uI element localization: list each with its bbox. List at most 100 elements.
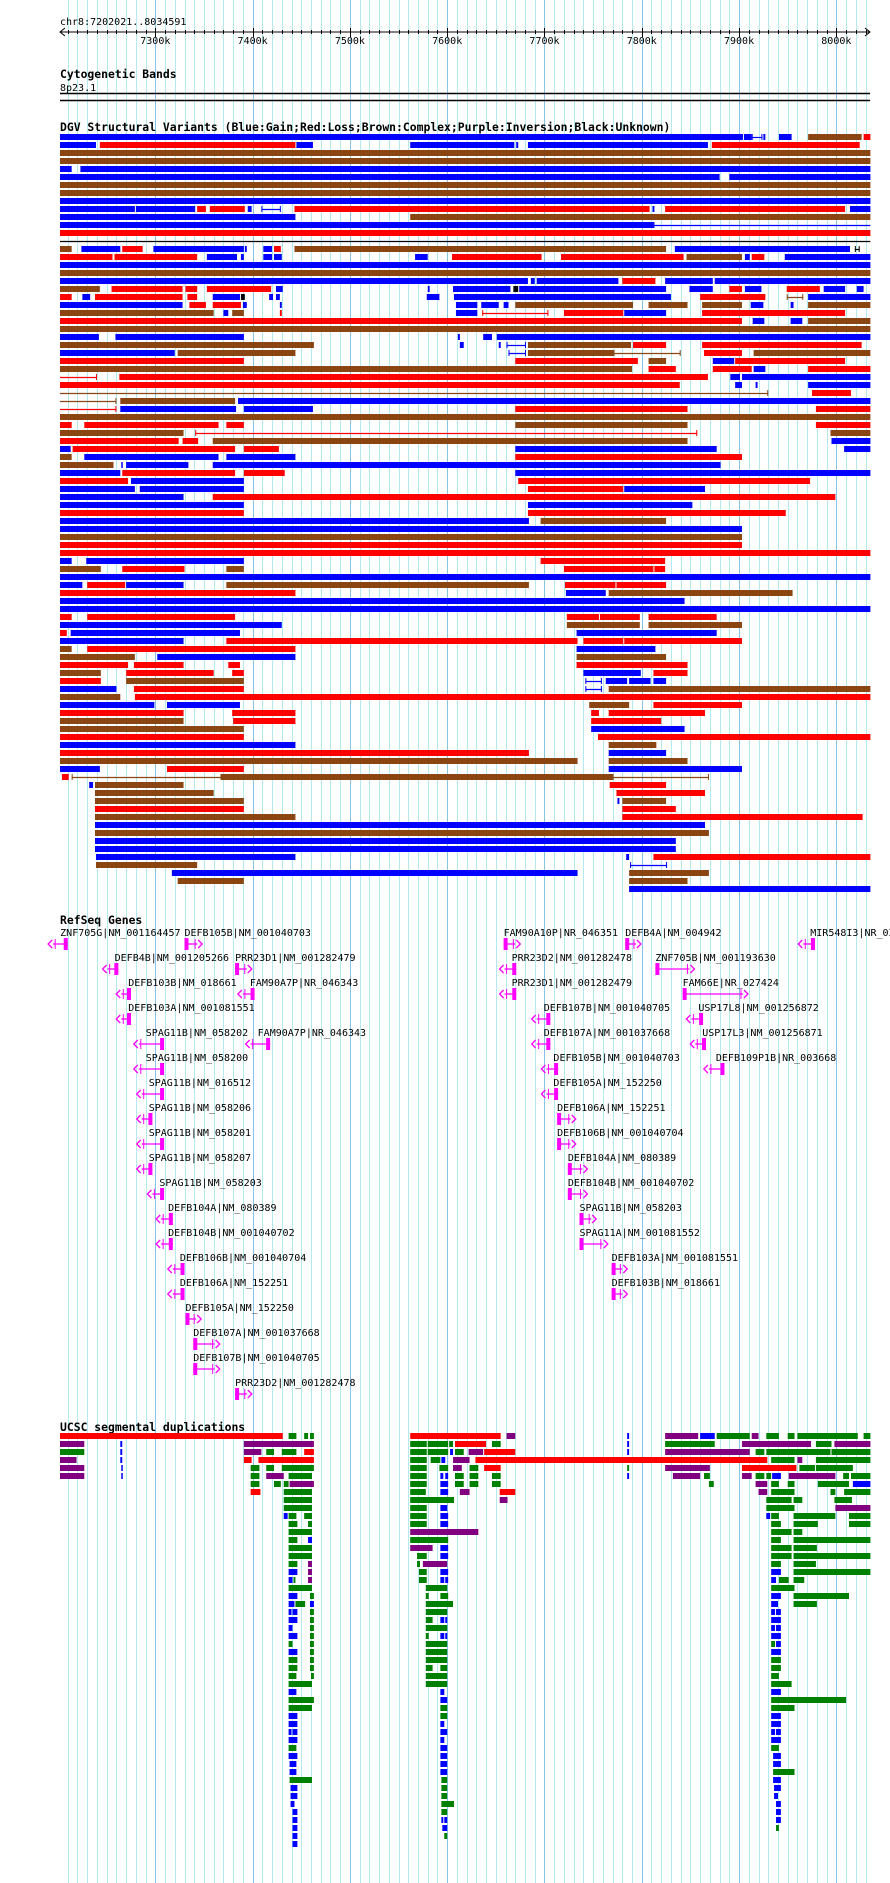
dgv-feature[interactable] [711,142,860,148]
dgv-feature[interactable] [59,134,743,140]
segdup-feature[interactable] [445,1617,448,1623]
dgv-feature[interactable] [226,566,244,572]
dgv-feature[interactable] [197,206,206,212]
segdup-feature[interactable] [250,1473,260,1479]
dgv-feature[interactable] [187,294,198,300]
dgv-feature[interactable] [59,350,175,356]
dgv-feature[interactable] [608,750,667,756]
gene-feature[interactable]: DEFB106B|NM_001040704 [166,1253,306,1275]
segdup-feature[interactable] [815,1465,853,1471]
segdup-feature[interactable] [288,1729,292,1735]
dgv-feature[interactable] [515,358,638,364]
dgv-feature[interactable] [750,302,764,308]
dgv-feature[interactable] [87,614,236,620]
segdup-feature[interactable] [787,1481,795,1487]
dgv-feature[interactable] [59,510,244,516]
segdup-feature[interactable] [787,1433,795,1439]
segdup-feature[interactable] [258,1457,314,1463]
dgv-feature[interactable] [453,286,511,292]
dgv-feature[interactable] [95,838,676,844]
dgv-feature[interactable] [59,574,871,580]
segdup-feature[interactable] [288,1641,293,1647]
gene-feature[interactable]: SPAG11A|NM_001081552 [579,1228,700,1250]
dgv-feature[interactable] [59,502,244,508]
dgv-feature[interactable] [95,822,706,828]
dgv-feature[interactable] [652,206,655,212]
gene-feature[interactable]: DEFB104A|NM_080389 [567,1153,676,1175]
dgv-feature[interactable] [786,286,820,292]
segdup-feature[interactable] [797,1433,858,1439]
dgv-feature[interactable] [59,518,529,524]
dgv-feature[interactable] [59,326,871,332]
dgv-feature[interactable] [122,566,185,572]
segdup-feature[interactable] [440,1737,445,1743]
segdup-feature[interactable] [771,1457,795,1463]
segdup-feature[interactable] [771,1513,779,1519]
dgv-feature[interactable] [59,686,117,692]
dgv-feature[interactable] [120,398,236,404]
segdup-feature[interactable] [771,1729,776,1735]
segdup-feature[interactable] [441,1801,455,1807]
segdup-feature[interactable] [627,1465,630,1471]
dgv-feature[interactable] [59,230,871,236]
segdup-feature[interactable] [440,1713,448,1719]
dgv-feature[interactable] [95,854,296,860]
segdup-feature[interactable] [310,1625,314,1631]
segdup-feature[interactable] [773,1753,781,1759]
dgv-feature[interactable] [279,310,282,316]
dgv-feature[interactable] [263,246,273,252]
dgv-feature[interactable] [648,614,717,620]
dgv-feature[interactable] [232,670,244,676]
segdup-feature[interactable] [766,1505,795,1511]
segdup-feature[interactable] [844,1489,871,1495]
dgv-feature[interactable] [790,302,794,308]
dgv-feature[interactable] [59,254,113,260]
dgv-feature[interactable] [516,142,519,148]
dgv-feature[interactable] [561,254,684,260]
segdup-feature[interactable] [793,1601,817,1607]
segdup-feature[interactable] [243,1457,252,1463]
segdup-feature[interactable] [444,1833,448,1839]
dgv-feature[interactable] [59,766,100,772]
segdup-feature[interactable] [441,1809,448,1815]
segdup-feature[interactable] [425,1601,454,1607]
dgv-feature[interactable] [59,334,99,340]
segdup-feature[interactable] [716,1433,750,1439]
dgv-feature[interactable] [410,142,515,148]
dgv-feature[interactable] [157,654,296,660]
dgv-feature[interactable] [457,334,460,340]
segdup-feature[interactable] [250,1489,261,1495]
dgv-feature[interactable] [626,854,630,860]
segdup-feature[interactable] [445,1473,449,1479]
dgv-feature[interactable] [59,542,742,548]
dgv-feature[interactable] [576,662,688,668]
dgv-feature[interactable] [743,134,752,140]
segdup-feature[interactable] [410,1441,427,1447]
segdup-feature[interactable] [121,1473,123,1479]
dgv-feature[interactable] [753,350,871,356]
segdup-feature[interactable] [288,1569,298,1575]
dgv-feature[interactable] [59,142,96,148]
segdup-feature[interactable] [288,1593,298,1599]
dgv-feature[interactable] [608,758,688,764]
segdup-feature[interactable] [771,1737,781,1743]
segdup-feature[interactable] [771,1673,779,1679]
segdup-feature[interactable] [771,1705,795,1711]
dgv-feature[interactable] [189,302,206,308]
dgv-feature[interactable] [133,662,184,668]
gene-feature[interactable]: DEFB105B|NM_001040703 [184,928,311,950]
segdup-feature[interactable] [410,1433,501,1439]
dgv-feature[interactable] [59,534,742,540]
dgv-feature[interactable] [712,366,752,372]
dgv-feature[interactable] [624,310,667,316]
segdup-feature[interactable] [266,1465,275,1471]
segdup-feature[interactable] [308,1537,312,1543]
dgv-feature[interactable] [608,710,706,716]
dgv-feature[interactable] [275,294,280,300]
segdup-feature[interactable] [475,1457,768,1463]
dgv-feature[interactable] [111,286,183,292]
dgv-feature[interactable] [206,254,238,260]
segdup-feature[interactable] [288,1529,312,1535]
segdup-feature[interactable] [59,1433,283,1439]
segdup-feature[interactable] [793,1521,818,1527]
